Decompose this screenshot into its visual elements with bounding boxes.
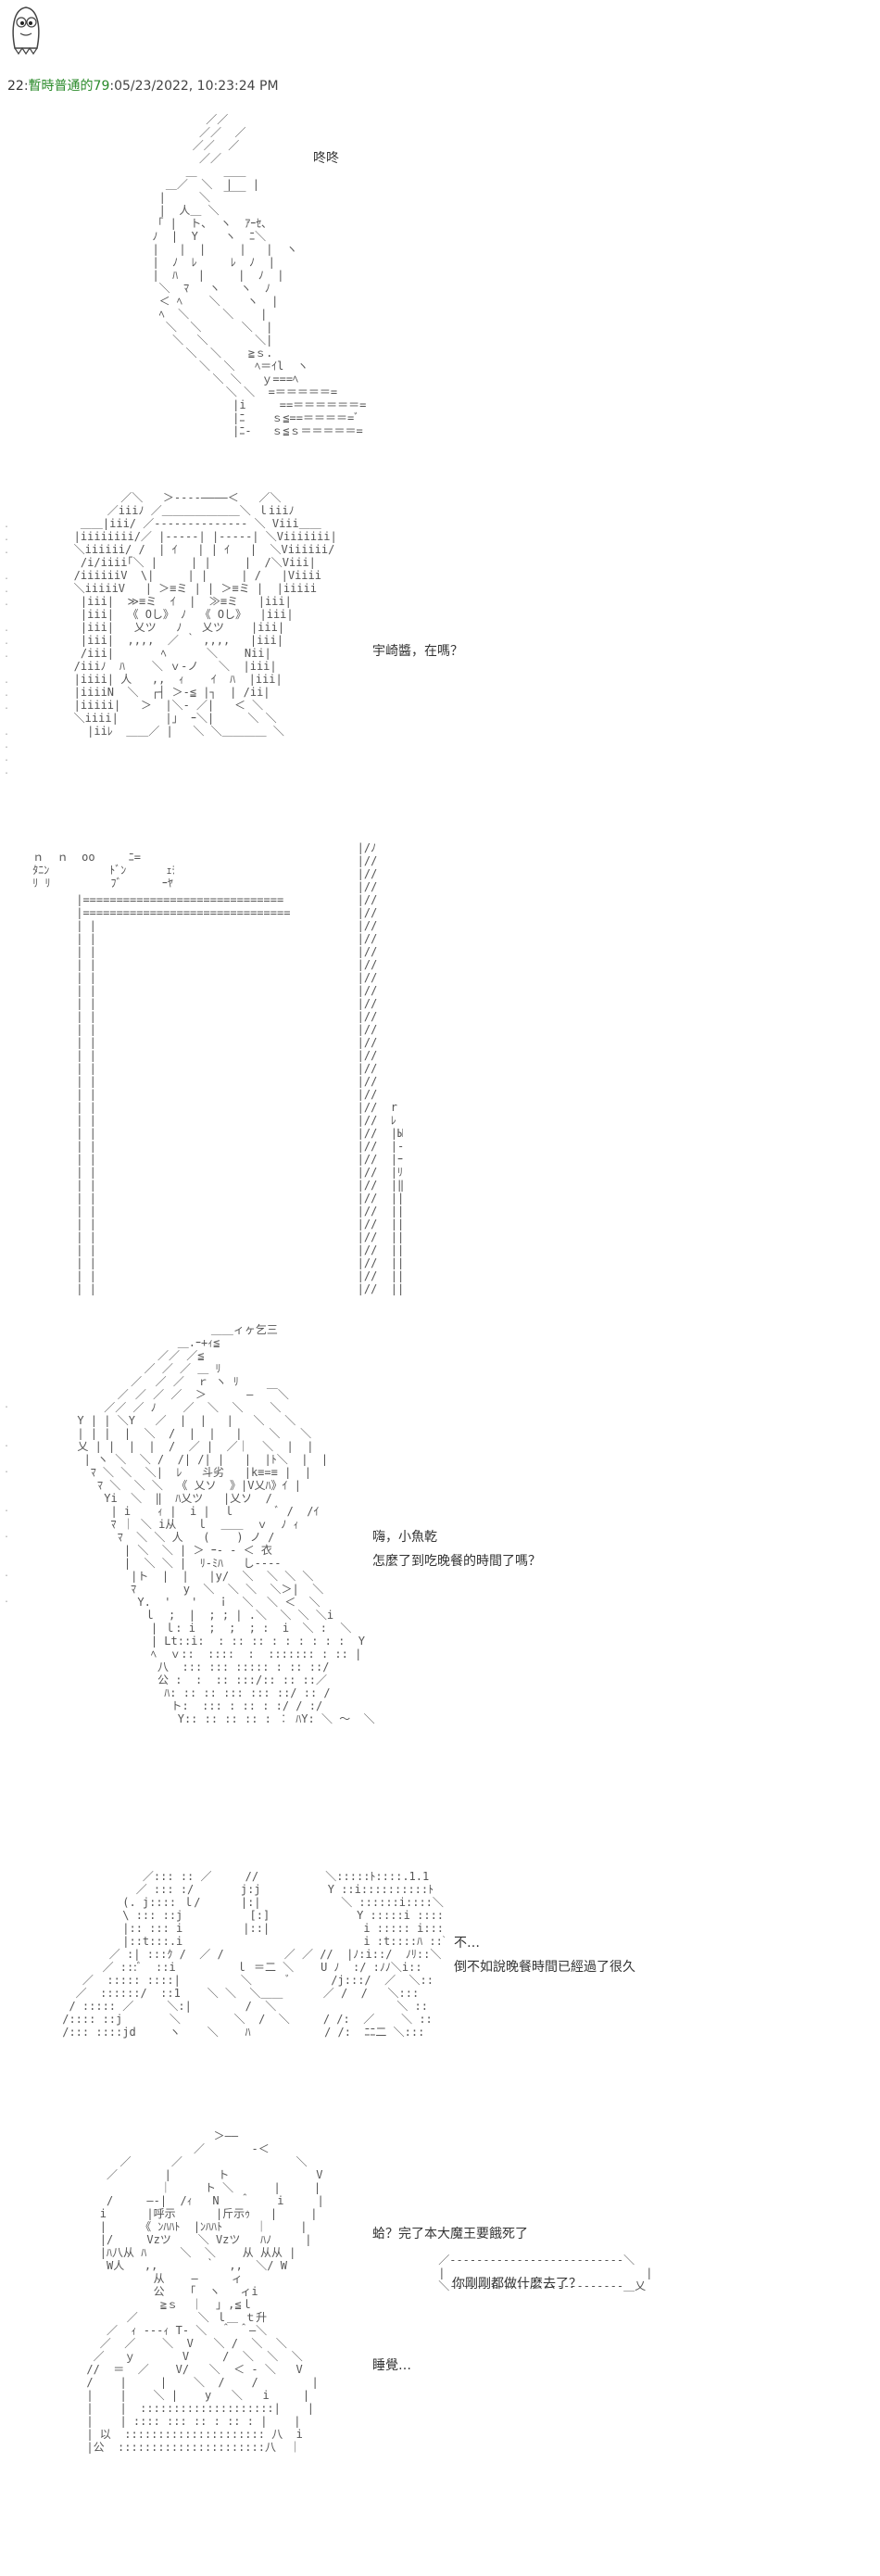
ascii-art-character-hungry: ＞―― ／ ‐＜ ／ ／ ＼ ／ | ト V ｜ ト ＼ | | / ―‐| /… (86, 2129, 324, 2454)
dialogue-line: 不… (454, 1936, 480, 1951)
ascii-art-door-character: ／＼ ＞‐‐‐‐――――＜ ／＼ ／iiiﾉ ／＿＿＿＿＿＿＿＼ ｌiiiﾉ ＿… (73, 491, 337, 738)
post-number: 22 (7, 79, 24, 94)
speech-bubble-text: 你剛剛都做什麼去了？ (452, 2277, 582, 2292)
dialogue-scene5: 不… 倒不如說晚餐時間已經過了很久 (454, 1931, 635, 1979)
dialogue-scene2: 宇崎醬，在嗎？ (372, 639, 463, 663)
post-separator: : (109, 79, 115, 94)
dialogue-scene6-line2: 睡覺… (372, 2354, 411, 2378)
post-separator: : (23, 79, 29, 94)
post-date: 05/23/2022, 10:23:24 PM (114, 79, 279, 94)
dialogue-line: 蛤？完了本大魔王要餓死了 (372, 2227, 528, 2241)
mascot-icon (12, 6, 40, 56)
dialogue-line: 怎麼了到吃晚餐的時間了嗎？ (372, 1554, 541, 1569)
ascii-art-closeup: ／::: :: ／ // ＼:::::ﾄ::::.1.1 ／ ::: :/ j:… (62, 1870, 445, 2039)
post-header: 22:暫時普通的79:05/23/2022, 10:23:24 PM (7, 76, 279, 95)
dialogue-line: 宇崎醬，在嗎？ (372, 644, 463, 659)
speech-bubble: ／‐‐‐‐‐‐‐‐‐‐‐‐‐‐‐‐‐‐‐‐‐‐‐‐‐‐＼ | | ＼‐‐‐‐‐‐… (438, 2254, 653, 2292)
side-dots: ................ (4, 520, 10, 777)
sfx-door-slam: ｎ ｎ oo ﾆ= ｪ ﾀﾆﾝ ﾄﾞﾝ ｪﾁ ﾘ ﾘ ﾌﾞ ｰﾔ (32, 851, 174, 890)
ascii-art-knocking-hand: ／／ ／／ ／ ／／ ／ ／／ ＿ ＿＿ ＿／ ＼ | | | ＼ ￣￣ | 人… (152, 113, 367, 437)
ascii-art-door-frame: |/ﾉ ＼ |// ＼ |// ＼ |// ＼＿＿ |========= (76, 841, 403, 1295)
poster-name[interactable]: 暫時普通的79 (28, 79, 110, 94)
dialogue-scene4: 嗨，小魚乾 怎麼了到吃晚餐的時間了嗎？ (372, 1525, 541, 1573)
dialogue-line: 倒不如說晚餐時間已經過了很久 (454, 1960, 635, 1975)
dialogue-scene6-line1: 蛤？完了本大魔王要餓死了 (372, 2222, 528, 2246)
ascii-art-character-towel: ＿＿ィヶ乞三 ＿.ｰ+ｨ≦ ／／ ／≦ ／ ／ ／ ＿ ﾘ ／ ／ ／ ｒ ヽ … (77, 1323, 375, 1725)
sfx-knock-text: 咚咚 (313, 151, 339, 166)
side-dots: ....... (4, 1400, 10, 1605)
dialogue-line: 嗨，小魚乾 (372, 1530, 437, 1545)
dialogue-line: 睡覺… (372, 2358, 411, 2373)
sfx-knock: 咚咚 (313, 146, 339, 170)
